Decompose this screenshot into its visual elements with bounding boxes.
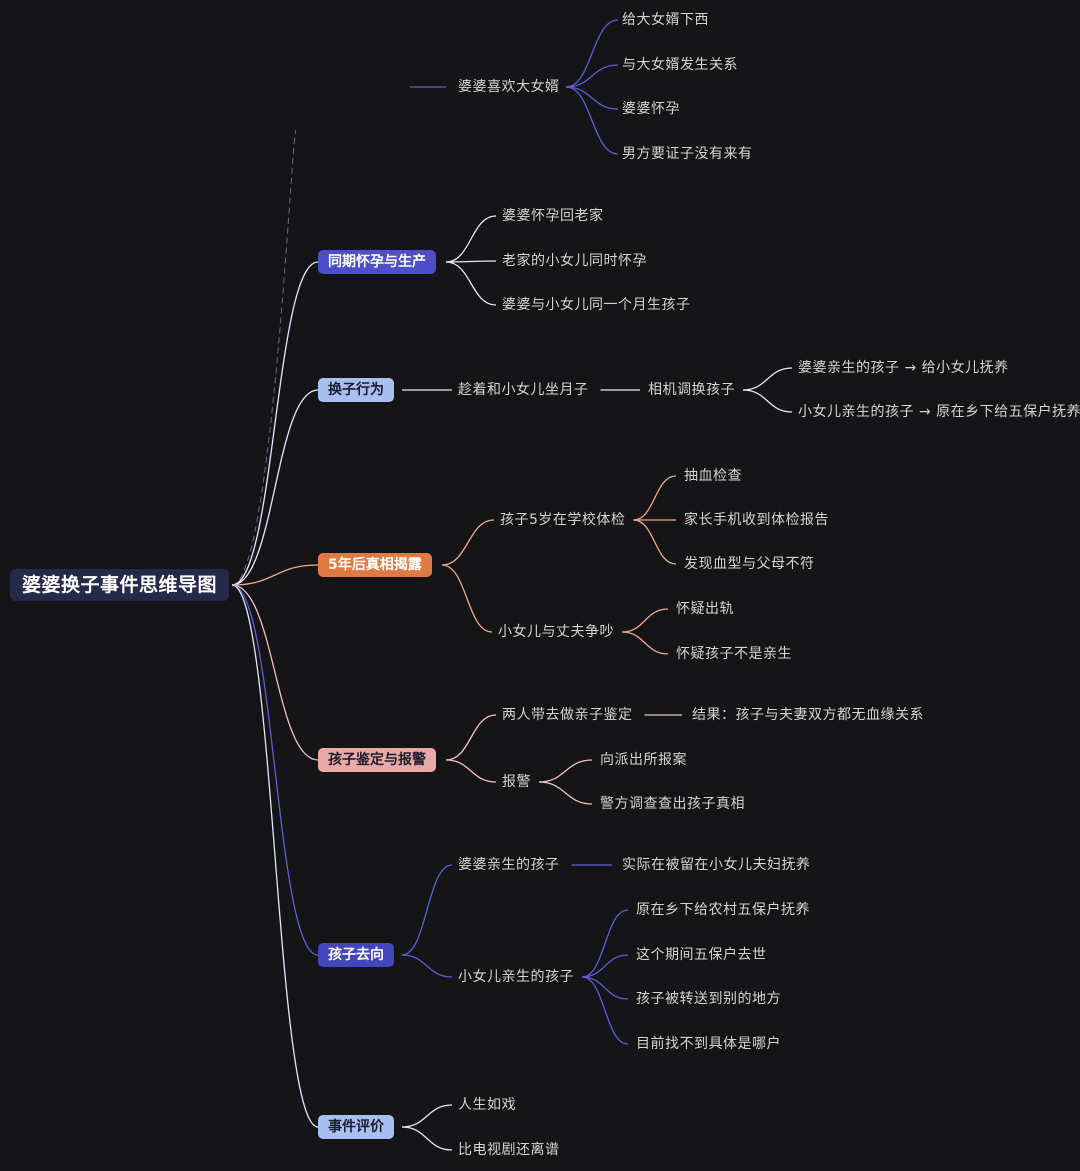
leaf-connector — [621, 608, 669, 633]
branch-t2[interactable]: 换子行为 — [318, 378, 394, 402]
leaf-connector — [633, 519, 677, 565]
leaf-connector — [401, 1126, 453, 1151]
leaf-connector — [565, 19, 619, 88]
branch-connector-t0 — [231, 129, 297, 586]
sub-node[interactable]: 两人带去做亲子鉴定 — [502, 707, 633, 723]
leaf-node[interactable]: 婆婆与小女儿同一个月生孩子 — [502, 297, 691, 313]
branch-connector-t5 — [231, 584, 319, 956]
leaf-node[interactable]: 给大女婿下西 — [622, 12, 709, 28]
branch-t6[interactable]: 事件评价 — [318, 1115, 394, 1139]
leaf-node[interactable]: 怀疑出轨 — [676, 601, 734, 617]
leaf-connector — [538, 759, 593, 783]
leaf-connector — [445, 215, 497, 263]
leaf-node[interactable]: 人生如戏 — [458, 1097, 516, 1113]
leaf-connector — [742, 367, 793, 391]
leaf-node[interactable]: 结果：孩子与夫妻双方都无血缘关系 — [692, 707, 924, 723]
sub-node[interactable]: 婆婆亲生的孩子 — [458, 857, 560, 873]
branch-t5[interactable]: 孩子去向 — [318, 943, 394, 967]
leaf-connector — [581, 976, 629, 1045]
leaf-node[interactable]: 家长手机收到体检报告 — [684, 512, 829, 528]
leaf-connector — [633, 475, 677, 521]
leaf-node[interactable]: 孩子被转送到别的地方 — [636, 991, 781, 1007]
branch-connector-t2 — [231, 389, 319, 586]
sub-connector — [445, 714, 497, 761]
leaf-node[interactable]: 老家的小女儿同时怀孕 — [502, 253, 647, 269]
branch-t4[interactable]: 孩子鉴定与报警 — [318, 748, 436, 772]
leaf-connector — [565, 86, 619, 155]
topic-t0[interactable]: 婆婆喜欢大女婿 — [458, 79, 560, 95]
sub-connector — [401, 954, 453, 978]
sub-node[interactable]: 小女儿亲生的孩子 — [458, 969, 574, 985]
leaf-node[interactable]: 向派出所报案 — [600, 752, 687, 768]
branch-connector-t3 — [231, 564, 319, 586]
leaf-connector — [538, 781, 593, 805]
leaf-node[interactable]: 比电视剧还离谱 — [458, 1142, 560, 1158]
leaf-connector — [565, 86, 619, 110]
leaf-node[interactable]: 发现血型与父母不符 — [684, 556, 815, 572]
leaf-connector — [445, 261, 497, 306]
sub-connector — [401, 864, 453, 956]
leaf-node[interactable]: 婆婆怀孕 — [622, 101, 680, 117]
leaf-connector — [742, 389, 793, 413]
leaf-connector — [401, 1104, 453, 1128]
leaf-node[interactable]: 男方要证子没有来有 — [622, 146, 753, 162]
leaf-node[interactable]: 婆婆怀孕回老家 — [502, 208, 604, 224]
leaf-node[interactable]: 小女儿亲生的孩子 → 原在乡下给五保户抚养 — [798, 404, 1080, 420]
leaf-connector — [581, 909, 629, 978]
sub-node[interactable]: 相机调换孩子 — [648, 382, 735, 398]
leaf-node[interactable]: 目前找不到具体是哪户 — [636, 1036, 781, 1052]
leaf-connector — [621, 631, 669, 655]
branch-connector-t4 — [231, 584, 319, 761]
leaf-node[interactable]: 怀疑孩子不是亲生 — [676, 646, 792, 662]
branch-t1[interactable]: 同期怀孕与生产 — [318, 250, 436, 274]
sub-connector — [441, 519, 495, 566]
root-node[interactable]: 婆婆换子事件思维导图 — [10, 569, 230, 601]
leaf-connector — [565, 64, 619, 88]
sub-node[interactable]: 趁着和小女儿坐月子 — [458, 382, 589, 398]
branch-connector-t6 — [231, 584, 319, 1128]
sub-node[interactable]: 孩子5岁在学校体检 — [500, 512, 626, 528]
branch-connector-t1 — [231, 261, 319, 586]
sub-connector — [445, 759, 497, 783]
leaf-node[interactable]: 抽血检查 — [684, 468, 742, 484]
leaf-connector — [581, 976, 629, 1000]
leaf-node[interactable]: 与大女婿发生关系 — [622, 57, 738, 73]
leaf-connector — [581, 954, 629, 978]
sub-connector — [441, 564, 493, 633]
leaf-node[interactable]: 这个期间五保户去世 — [636, 947, 767, 963]
sub-node[interactable]: 小女儿与丈夫争吵 — [498, 624, 614, 640]
leaf-node[interactable]: 原在乡下给农村五保户抚养 — [636, 902, 810, 918]
leaf-node[interactable]: 婆婆亲生的孩子 → 给小女儿抚养 — [798, 360, 1009, 376]
branch-t3[interactable]: 5年后真相揭露 — [318, 553, 432, 577]
leaf-node[interactable]: 警方调查查出孩子真相 — [600, 796, 745, 812]
sub-node[interactable]: 报警 — [502, 774, 531, 790]
leaf-connector — [445, 260, 497, 263]
leaf-node[interactable]: 实际在被留在小女儿夫妇抚养 — [622, 857, 811, 873]
